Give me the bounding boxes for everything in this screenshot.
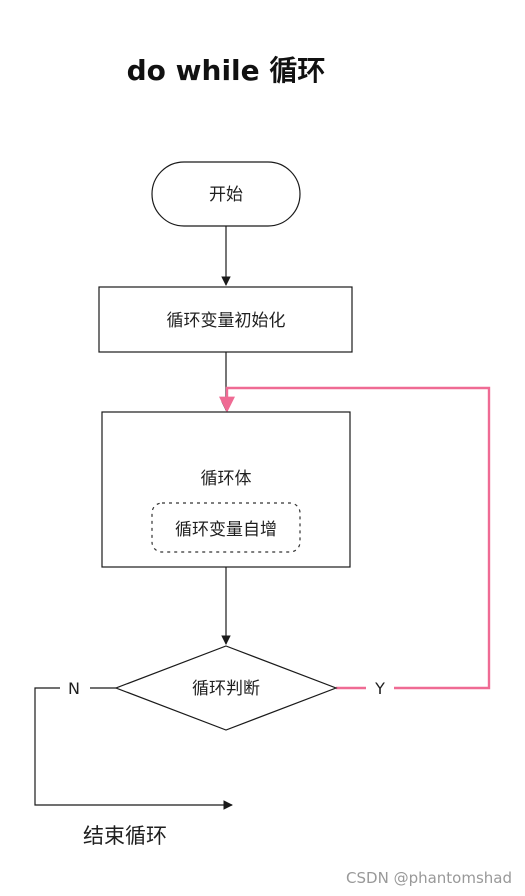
watermark: CSDN @phantomshad: [346, 869, 512, 887]
increment-label: 循环变量自增: [175, 520, 277, 540]
loop-body-box: [101, 411, 351, 568]
condition-diamond: [114, 645, 338, 731]
no-label: N: [68, 679, 80, 698]
yes-label: Y: [374, 679, 385, 698]
loop-body-label: 循环体: [201, 469, 252, 489]
end-label: 结束循环: [83, 824, 167, 848]
condition-label: 循环判断: [192, 679, 260, 699]
yes-label-bg: [366, 677, 394, 699]
loop-back-line: [225, 386, 491, 690]
init-box: [98, 286, 353, 353]
start-label: 开始: [209, 185, 243, 205]
no-branch-line-b: [34, 687, 233, 810]
init-label: 循环变量初始化: [167, 311, 286, 331]
diagram-title: do while 循环: [127, 54, 326, 87]
increment-box: [151, 502, 301, 553]
